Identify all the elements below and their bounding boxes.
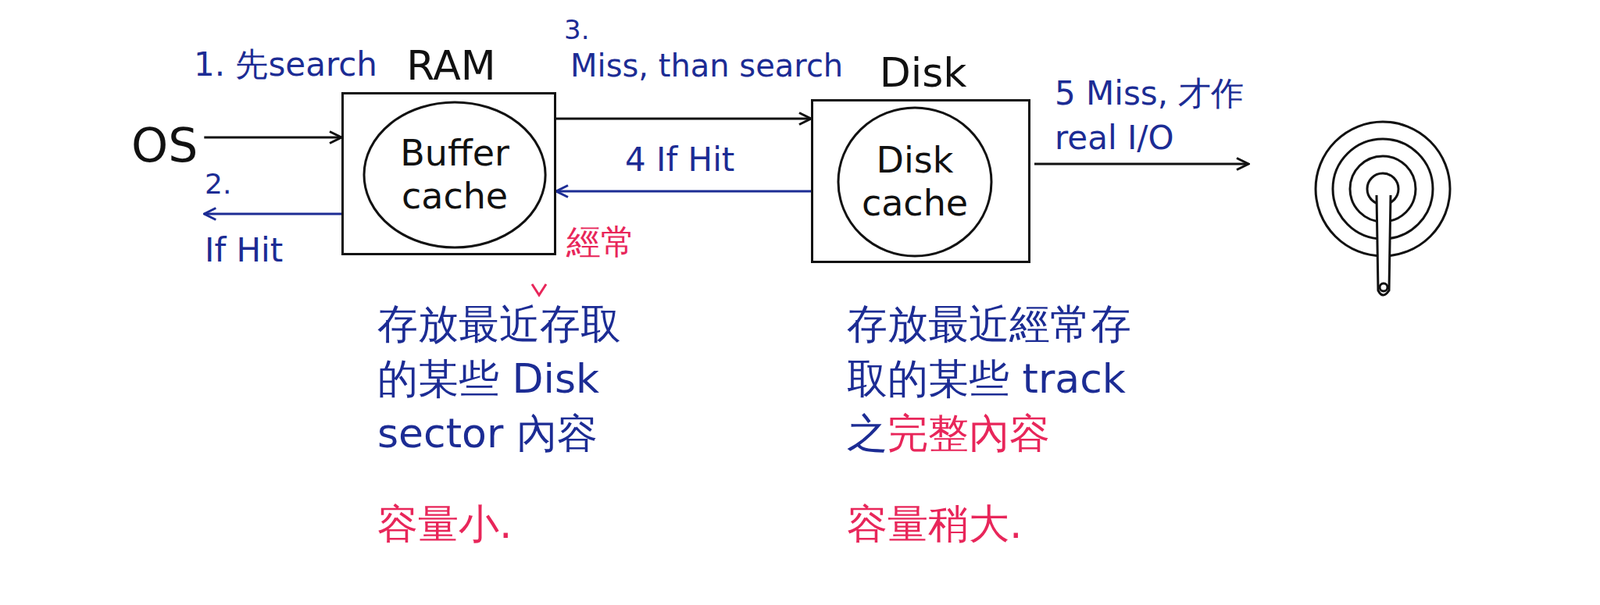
buffer-cache-circle: Buffer cache [362, 100, 547, 250]
connector-arrow [203, 213, 342, 216]
disk-platter [1315, 121, 1450, 296]
edge-label: If Hit [204, 231, 283, 271]
edge-label: Miss, than search [570, 46, 843, 85]
note-block: 存放最近經常存取的某些 track 之完整內容 [846, 296, 1160, 462]
capacity-note: 容量稍大. [846, 500, 1023, 548]
note-block: 容量小. [377, 500, 513, 549]
os-node: OS [125, 109, 204, 243]
note-block: 存放最近存取的某些 Disk sector 內容 [377, 296, 643, 462]
step-number: 2. [204, 167, 232, 200]
io-note: 5 Miss, 才作 real I/O [1054, 74, 1244, 158]
disk-box: DiskDisk cache [810, 99, 1031, 264]
note-block: 經常 [566, 221, 636, 264]
highlight-note: 完整內容 [887, 410, 1050, 458]
disk-cache-circle: Disk cache [836, 106, 993, 258]
io-arrow [1034, 163, 1249, 166]
step-number: 3. [564, 14, 590, 46]
node-label: OS [131, 117, 198, 174]
connector-arrow [556, 190, 811, 193]
edge-label: 4 If Hit [625, 140, 735, 180]
note-block: 容量稍大. [846, 500, 1023, 549]
connector-arrow [203, 136, 342, 140]
description-note: 存放最近存取的某些 Disk sector 內容 [377, 300, 622, 458]
edge-label: 1. 先search [193, 45, 378, 85]
connector-arrow [556, 117, 811, 121]
note-block: 2. [204, 167, 232, 201]
capacity-note: 容量小. [377, 500, 513, 548]
insert-note: 經常 [566, 221, 636, 262]
note-block: 3. [564, 14, 590, 47]
note-block: 5 Miss, 才作 real I/O [1054, 71, 1274, 161]
cache-label: Buffer cache [388, 132, 522, 218]
cache-label: Disk cache [858, 139, 972, 225]
insert-caret [532, 284, 547, 296]
ram-box: RAMBuffer cache [341, 92, 557, 256]
